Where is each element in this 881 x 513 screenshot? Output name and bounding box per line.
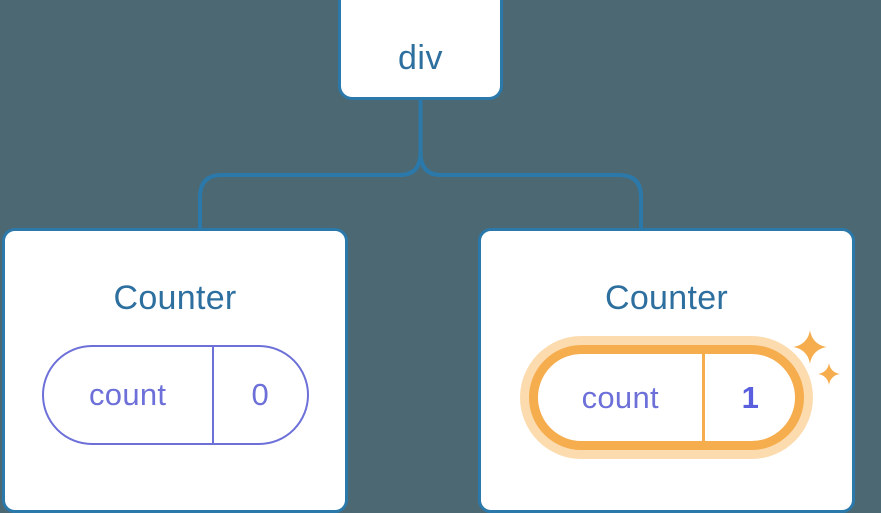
state-value-right: 1 [741,379,759,415]
state-value-left: 0 [251,377,269,412]
sparkle-icon-small [818,363,840,390]
node-div[interactable]: div [338,0,503,100]
state-pill-right[interactable]: count 1 [529,330,840,450]
node-counter-right-label: Counter [604,279,729,317]
state-key-right: count [581,379,659,415]
node-counter-right[interactable]: Counter count 1 [478,228,855,513]
node-counter-left-label: Counter [113,279,237,317]
node-counter-left[interactable]: Counter count 0 [2,228,348,513]
state-pill-wrap-left: count 0 [5,345,345,445]
node-div-label: div [398,39,443,77]
state-key-left: count [88,377,167,412]
sparkle-icon-large [793,330,827,369]
diagram-canvas: div Counter count 0 Counter count 1 [2,0,855,513]
state-divider-left [211,347,214,443]
state-pill-left[interactable]: count 0 [41,345,309,445]
state-divider-right [702,354,706,441]
state-pill-wrap-right: count 1 [481,330,852,450]
sparkle-group [793,330,853,402]
